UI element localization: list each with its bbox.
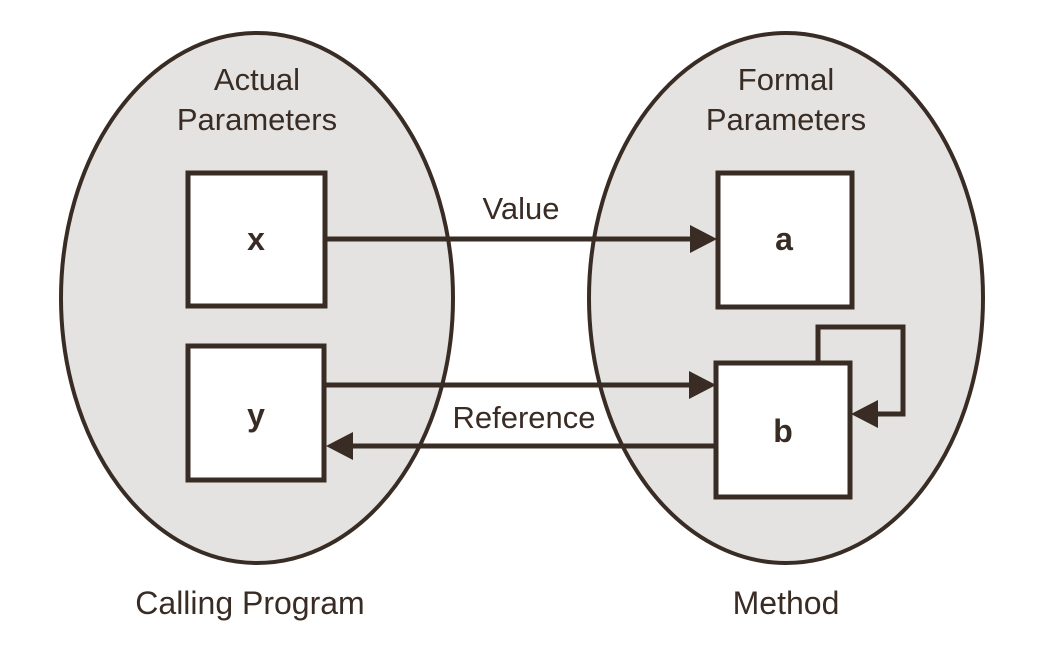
self-loop-arrowhead-icon (851, 400, 878, 428)
formal-parameters-title-line1: Formal (738, 62, 834, 97)
actual-parameters-title-line2: Parameters (177, 102, 337, 137)
box-y (185, 343, 327, 483)
value-arrowhead-icon (690, 225, 717, 253)
value-arrow-label: Value (483, 191, 560, 226)
reference-arrow-label: Reference (452, 400, 595, 435)
box-b (713, 360, 853, 500)
box-x (185, 170, 328, 309)
reference-forward-arrowhead-icon (689, 371, 716, 399)
calling-program-caption: Calling Program (135, 585, 364, 621)
reference-return-arrowhead-icon (326, 432, 353, 460)
formal-parameters-title-line2: Parameters (706, 102, 866, 137)
box-b-label: b (773, 413, 793, 449)
self-loop-shaft (815, 324, 906, 417)
box-y-label: y (247, 397, 265, 433)
actual-parameters-title-line1: Actual (214, 62, 300, 97)
box-a-label: a (775, 221, 793, 257)
box-a (715, 170, 855, 310)
box-x-label: x (247, 221, 265, 257)
method-caption: Method (733, 585, 840, 621)
